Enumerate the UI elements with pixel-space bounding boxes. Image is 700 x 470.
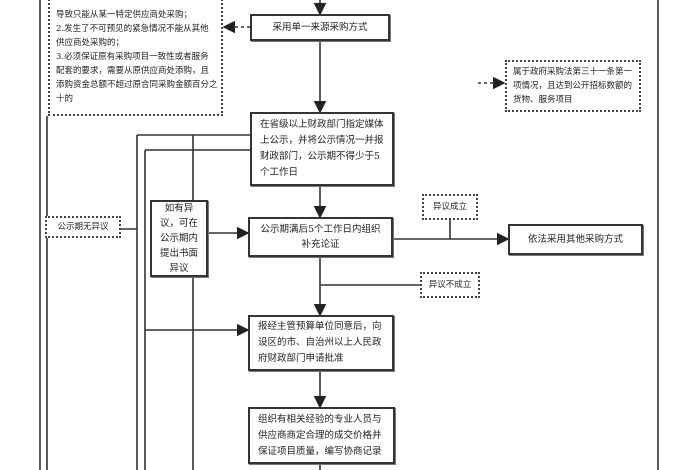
objection-upheld-box: 异议成立 xyxy=(422,194,478,220)
no-objection-box: 公示期无异议 xyxy=(45,216,121,238)
condition-line: 配套的要求，需要从原供应商处添购，且 xyxy=(56,66,210,76)
apply-approval-box: 报经主管预算单位同意后，向设区的市、自治州以上人民政府财政部门申请批准 xyxy=(248,315,394,371)
publicize-box: 在省级以上财政部门指定媒体上公示，并将公示情况一并报财政部门，公示期不得少于5个… xyxy=(250,112,394,186)
condition-line: 导致只能从某一特定供应商处采购； xyxy=(56,10,193,20)
condition-line: 十的 xyxy=(56,94,74,104)
objection-rejected-box: 异议不成立 xyxy=(420,272,480,298)
condition-line: 供应商处采购的； xyxy=(56,38,125,48)
condition-line: 添购资金总额不超过原合同采购金额百分之 xyxy=(56,80,218,90)
condition-line: 2.发生了不可预见的紧急情况不能从其他 xyxy=(56,24,209,34)
condition-line: 3.必须保证原有采购项目一致性或者服务 xyxy=(56,52,209,62)
objection-note-box: 如有异议，可在公示期内提出书面异议 xyxy=(150,200,208,277)
negotiate-box: 组织有相关经验的专业人员与供应商商定合理的成交价格并保证项目质量，编写协商记录 xyxy=(248,407,395,464)
right-condition-box: 属于政府采购法第三十一条第一项情况，且达到公开招标数额的货物、服务项目 xyxy=(505,60,641,112)
left-conditions-box: 导致只能从某一特定供应商处采购； 2.发生了不可预见的紧急情况不能从其他 供应商… xyxy=(48,0,223,116)
supplementary-review-box: 公示期满后5个工作日内组织补充论证 xyxy=(248,217,393,257)
single-source-box: 采用单一来源采购方式 xyxy=(250,14,390,41)
other-method-box: 依法采用其他采购方式 xyxy=(508,224,643,255)
